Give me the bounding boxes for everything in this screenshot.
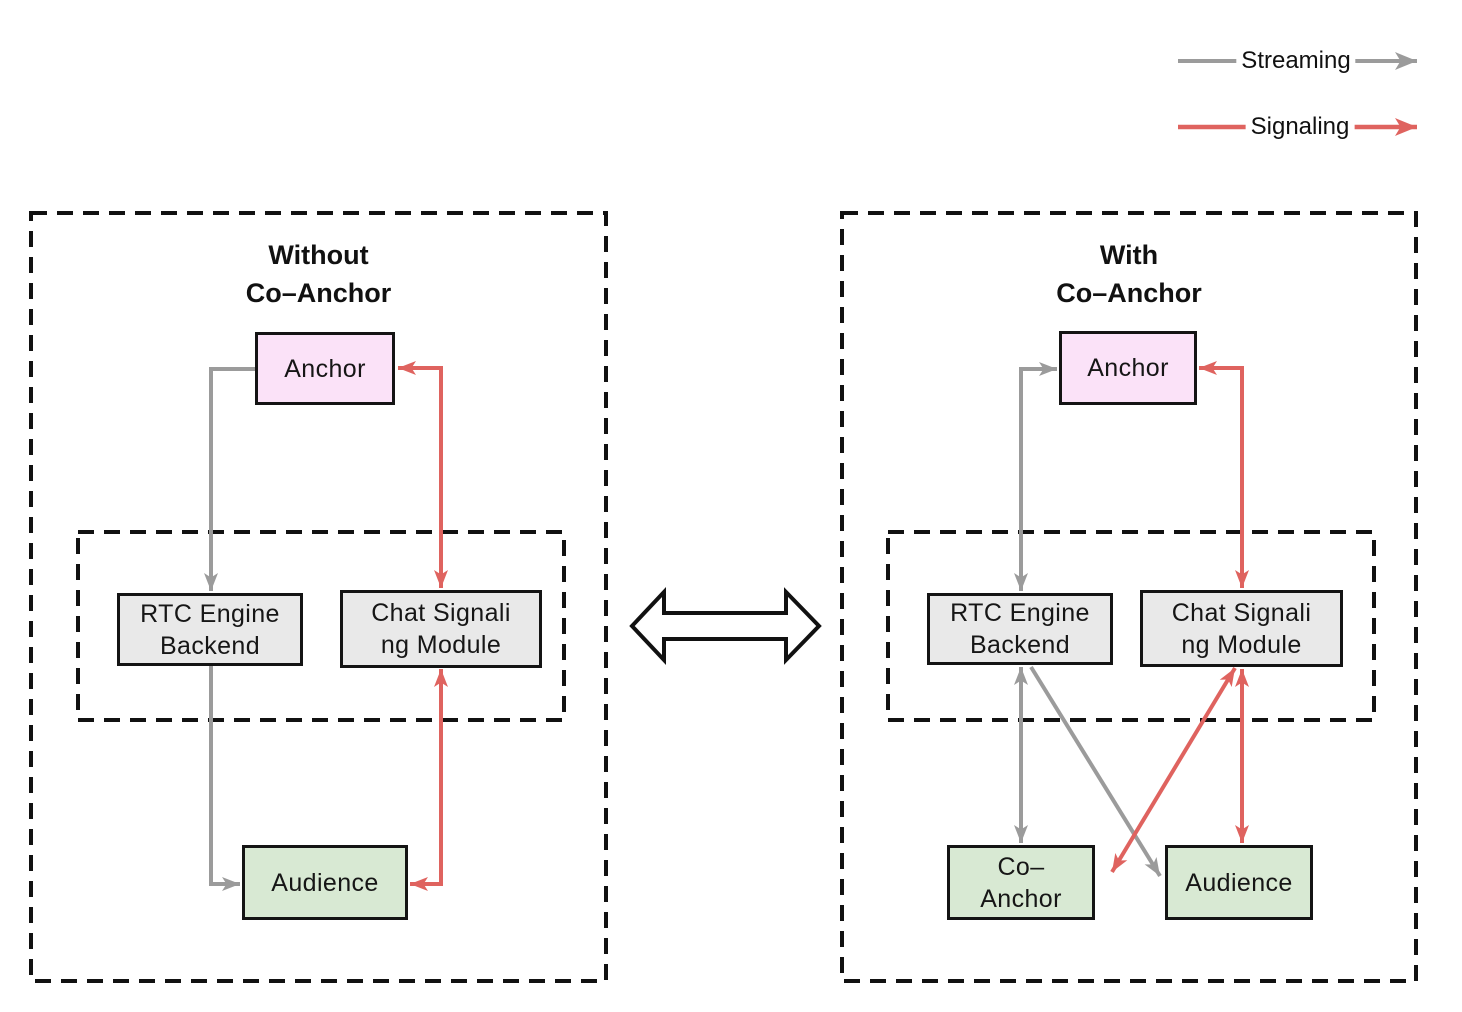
- node-label: RTC Engine: [950, 599, 1090, 627]
- node-label: Audience: [271, 868, 379, 897]
- panels-equivalence-double-arrow-icon: [629, 586, 822, 666]
- edge-with-anchor-chat-signaling: [1199, 361, 1249, 588]
- without-anchor-node: Anchor: [255, 332, 395, 405]
- without-panel-border: [29, 211, 608, 983]
- node-label: Anchor: [1087, 354, 1169, 382]
- node-label: ng Module: [380, 631, 502, 659]
- without-chat-signaling-module-node: Chat Signali ng Module: [340, 590, 542, 668]
- without-panel-title: Without Co–Anchor: [31, 236, 606, 312]
- with-panel-border: [840, 211, 1418, 983]
- node-label: Chat Signali: [1171, 598, 1312, 627]
- with-rtc-engine-backend-node: RTC Engine Backend: [927, 593, 1113, 665]
- legend-streaming-label: Streaming: [1236, 47, 1356, 75]
- node-label: Chat Signali: [371, 599, 511, 627]
- edge-without-anchor-to-rtc-streaming: [204, 367, 255, 591]
- with-anchor-node: Anchor: [1059, 331, 1197, 405]
- node-label: Backend: [969, 631, 1071, 659]
- with-audience-node: Audience: [1165, 845, 1313, 920]
- node-label: Anchor: [284, 354, 366, 383]
- edge-with-chat-coanchor-signaling: [1110, 666, 1237, 874]
- edge-without-anchor-chat-signaling: [398, 361, 448, 588]
- without-rtc-engine-backend-node: RTC Engine Backend: [117, 593, 303, 666]
- node-label: Backend: [159, 631, 261, 660]
- with-co-anchor-node: Co– Anchor: [947, 845, 1095, 920]
- node-label: Audience: [1185, 868, 1293, 897]
- node-label: RTC Engine: [140, 599, 280, 628]
- legend-signaling-label: Signaling: [1245, 113, 1355, 141]
- node-label: Co–: [997, 852, 1045, 881]
- edge-without-rtc-to-audience-streaming: [209, 665, 240, 891]
- node-label: Anchor: [980, 884, 1062, 913]
- edge-without-chat-audience-signaling: [410, 669, 448, 891]
- without-audience-node: Audience: [242, 845, 408, 920]
- node-label: ng Module: [1181, 630, 1302, 659]
- edge-with-anchor-rtc-streaming: [1014, 362, 1057, 591]
- with-chat-signaling-module-node: Chat Signali ng Module: [1140, 590, 1343, 667]
- without-backend-group-border: [76, 530, 566, 722]
- with-panel-title-line2: Co–Anchor: [1056, 278, 1202, 308]
- with-panel-title: With Co–Anchor: [842, 236, 1416, 312]
- without-panel-title-line2: Co–Anchor: [245, 278, 392, 308]
- without-panel-title-line1: Without: [268, 240, 369, 270]
- with-panel-title-line1: With: [1099, 240, 1159, 270]
